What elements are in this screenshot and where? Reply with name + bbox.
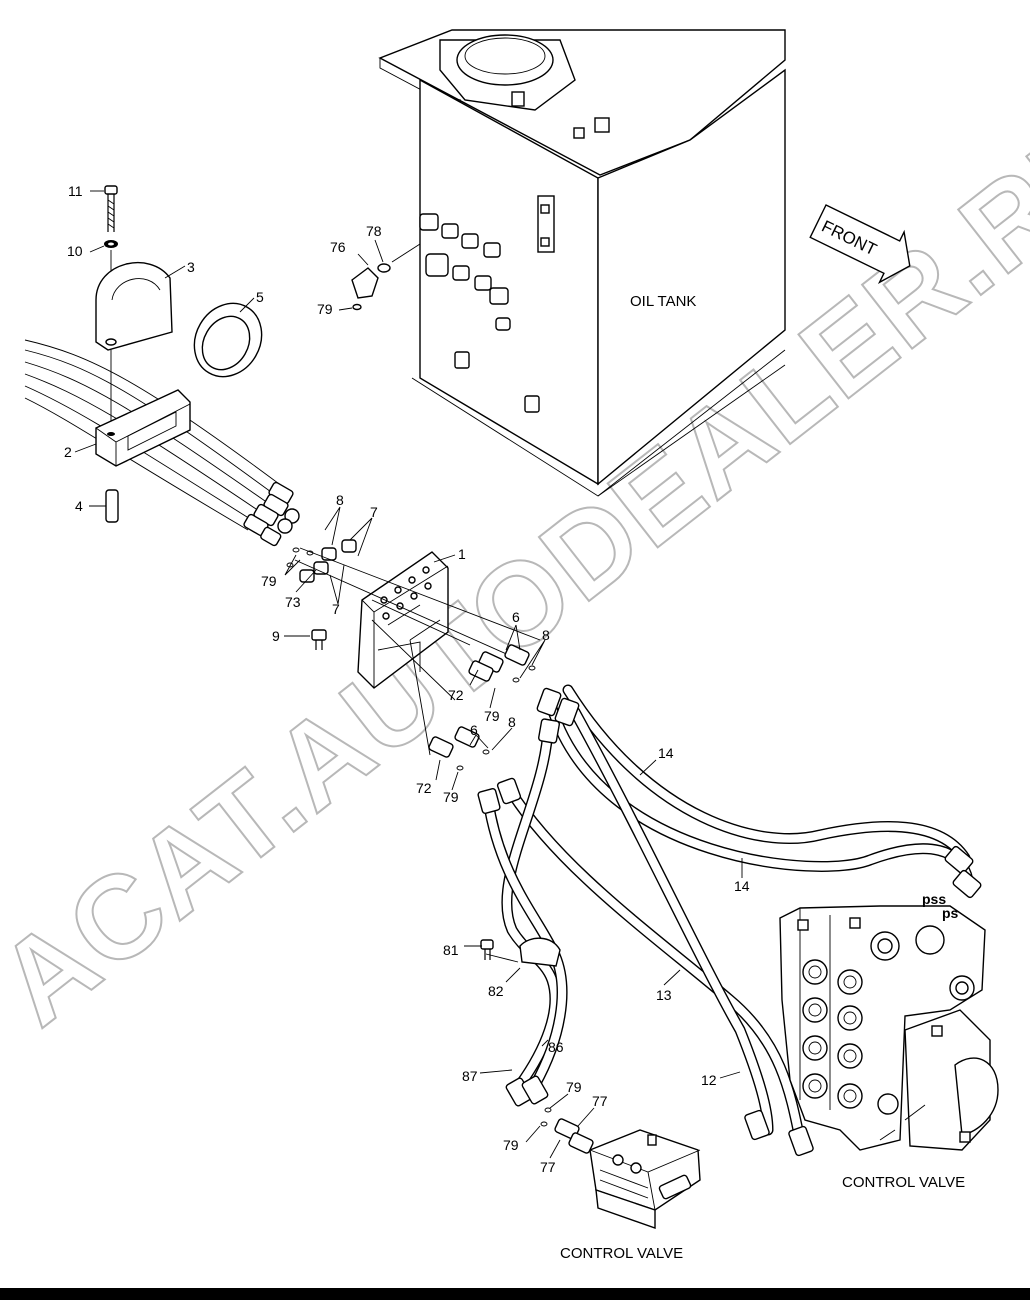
- callout-4: 4: [75, 498, 83, 514]
- port-pss-label: pss: [922, 891, 946, 907]
- callout-73: 73: [285, 594, 301, 610]
- oil-tank: [378, 29, 786, 497]
- callout-6: 6: [470, 722, 478, 738]
- bulkhead-plate: [286, 539, 541, 756]
- callout-14: 14: [658, 745, 674, 761]
- adapter-fittings: [428, 644, 536, 771]
- callout-82: 82: [488, 983, 504, 999]
- callout-2: 2: [64, 444, 72, 460]
- callout-14: 14: [734, 878, 750, 894]
- front-arrow: FRONT: [809, 204, 911, 284]
- callout-81: 81: [443, 942, 459, 958]
- bolt-81: [480, 939, 494, 960]
- port-ps-label: ps: [942, 905, 959, 921]
- callout-6: 6: [512, 609, 520, 625]
- callout-3: 3: [187, 259, 195, 275]
- callout-8: 8: [542, 627, 550, 643]
- callout-77: 77: [592, 1093, 608, 1109]
- oil-tank-label: OIL TANK: [630, 293, 696, 310]
- callout-79: 79: [566, 1079, 582, 1095]
- callout-79: 79: [484, 708, 500, 724]
- callout-8: 8: [508, 714, 516, 730]
- hose-end-fittings: [243, 481, 300, 547]
- callout-79: 79: [261, 573, 277, 589]
- callout-5: 5: [256, 289, 264, 305]
- hoses: [477, 684, 982, 1157]
- control-valve-small: [540, 1107, 701, 1229]
- control-valve-label-bottom: CONTROL VALVE: [560, 1245, 683, 1262]
- callout-8: 8: [336, 492, 344, 508]
- valve-spools: [802, 959, 899, 1115]
- callout-10: 10: [67, 243, 83, 259]
- hose-clamp-assembly: [24, 185, 300, 547]
- callout-9: 9: [272, 628, 280, 644]
- callout-77: 77: [540, 1159, 556, 1175]
- control-valve-large: [779, 905, 999, 1151]
- bottom-border: [0, 1288, 1030, 1300]
- callout-79: 79: [443, 789, 459, 805]
- callout-79: 79: [317, 301, 333, 317]
- callout-72: 72: [448, 687, 464, 703]
- callout-7: 7: [332, 601, 340, 617]
- callout-12: 12: [701, 1072, 717, 1088]
- callout-1: 1: [458, 546, 466, 562]
- callout-79: 79: [503, 1137, 519, 1153]
- callout-86: 86: [548, 1039, 564, 1055]
- callout-72: 72: [416, 780, 432, 796]
- callout-numbers: 11 10 3 5 2 4 76 78 79 8 7 1 79 73 7 9 6…: [64, 183, 750, 1175]
- control-valve-label-right: CONTROL VALVE: [842, 1174, 965, 1191]
- elbow-fitting-76: [351, 243, 421, 311]
- callout-13: 13: [656, 987, 672, 1003]
- leader-lines: [74, 190, 743, 1159]
- callout-87: 87: [462, 1068, 478, 1084]
- callout-78: 78: [366, 223, 382, 239]
- callout-11: 11: [68, 183, 83, 199]
- callout-7: 7: [370, 504, 378, 520]
- callout-76: 76: [330, 239, 346, 255]
- tank-ports: [419, 213, 540, 413]
